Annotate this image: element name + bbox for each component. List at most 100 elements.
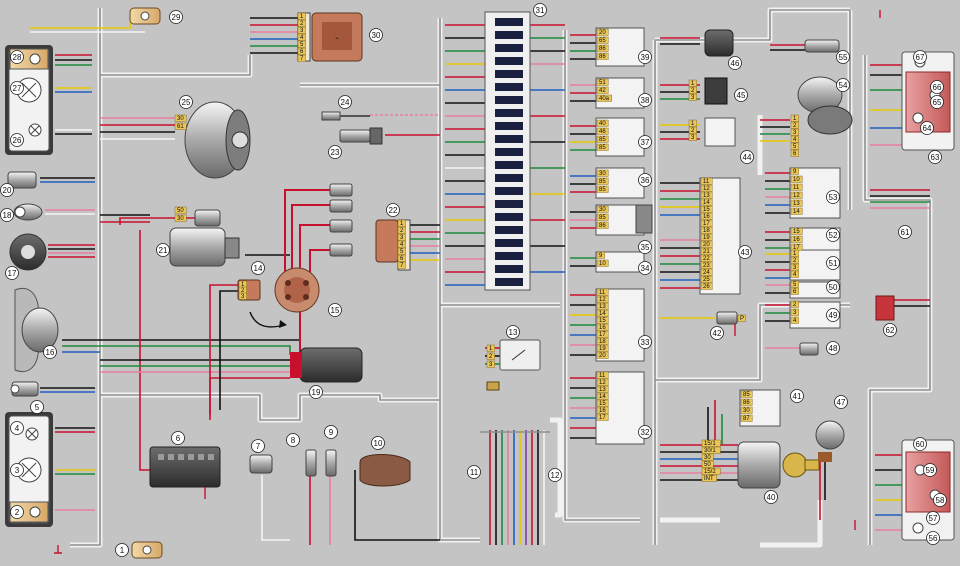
pin-label: 15 [599, 318, 606, 324]
svg-text:55: 55 [839, 53, 848, 62]
pin-label: 1 [300, 14, 304, 20]
side-repeater-1 [131, 541, 163, 559]
component-number-24: 24 [338, 95, 352, 109]
sensor-9 [325, 449, 337, 477]
svg-text:65: 65 [933, 98, 942, 107]
ground-marks [54, 10, 881, 554]
pin-label: 17 [599, 332, 606, 338]
pin-label: 3 [793, 130, 797, 136]
pin-label: 18 [599, 339, 606, 345]
component-number-56: 56 [926, 531, 940, 545]
svg-text:32: 32 [641, 428, 650, 437]
ignition-switch-40 [737, 441, 820, 489]
pin-label: 13 [599, 304, 606, 310]
fuse-strip [495, 278, 523, 286]
component-number-37: 37 [638, 135, 652, 149]
svg-text:24: 24 [341, 98, 350, 107]
component-number-43: 43 [738, 245, 752, 259]
pin-label: P [740, 316, 744, 322]
svg-text:52: 52 [829, 231, 838, 240]
pin-label: 86 [743, 400, 750, 406]
pin-label: 16 [703, 214, 710, 220]
fuse-strip [495, 83, 523, 91]
pin-label: 30 [599, 207, 606, 213]
component-number-60: 60 [913, 437, 927, 451]
svg-text:15: 15 [331, 306, 340, 315]
component-number-13: 13 [506, 325, 520, 339]
component-number-58: 58 [933, 493, 947, 507]
pin-label: 86 [599, 54, 606, 60]
pins-connector-45: 123 [688, 79, 697, 101]
svg-text:56: 56 [929, 534, 938, 543]
pin-label: 6 [793, 151, 797, 157]
svg-text:19: 19 [312, 388, 321, 397]
pin-label: 11 [599, 373, 606, 379]
svg-text:40: 40 [767, 493, 776, 502]
pin-label: 30 [599, 171, 606, 177]
pin-label: 19 [599, 346, 606, 352]
lamp-5 [10, 381, 39, 397]
side-repeater-29 [129, 7, 161, 25]
svg-text:5: 5 [35, 403, 40, 412]
component-number-42: 42 [710, 326, 724, 340]
svg-text:42: 42 [713, 329, 722, 338]
svg-text:49: 49 [829, 311, 838, 320]
svg-text:4: 4 [15, 424, 20, 433]
component-number-62: 62 [883, 323, 897, 337]
svg-text:37: 37 [641, 138, 650, 147]
svg-text:21: 21 [159, 246, 168, 255]
fuse-strip [495, 187, 523, 195]
pin-label: 3 [793, 265, 797, 271]
svg-text:59: 59 [926, 466, 935, 475]
component-number-18: 18 [0, 208, 14, 222]
svg-text:25: 25 [182, 98, 191, 107]
component-number-40: 40 [764, 490, 778, 504]
fuse-block-31 [484, 11, 531, 291]
pin-label: 17 [793, 245, 800, 251]
fuse-strip [495, 96, 523, 104]
pin-label: 3 [489, 362, 493, 368]
pin-label: 15/1 [704, 441, 716, 447]
component-number-9: 9 [324, 425, 338, 439]
component-number-15: 15 [328, 303, 342, 317]
fuse-strip [495, 122, 523, 130]
component-number-1: 1 [115, 543, 129, 557]
pins-switch-50: 56 [790, 280, 799, 295]
pins-connector-13: 123 [486, 344, 495, 368]
component-number-45: 45 [734, 88, 748, 102]
pin-label: 5 [793, 282, 797, 288]
pin-label: 24 [703, 270, 710, 276]
pin-label: 18 [703, 228, 710, 234]
component-number-67: 67 [913, 50, 927, 64]
pin-label: 7 [300, 56, 304, 62]
svg-text:13: 13 [509, 328, 518, 337]
pin-label: 2 [793, 302, 797, 308]
component-number-34: 34 [638, 261, 652, 275]
pin-label: 2 [241, 288, 245, 294]
pin-label: 15 [793, 229, 800, 235]
pin-label: 25 [703, 277, 710, 283]
svg-text:51: 51 [829, 259, 838, 268]
pin-label: 15/2 [704, 469, 716, 475]
svg-text:3: 3 [15, 466, 20, 475]
fuel-sender-47 [815, 420, 845, 462]
pin-label: 17 [599, 415, 606, 421]
component-number-6: 6 [171, 431, 185, 445]
harness-inner [70, 8, 931, 546]
generator-25 [184, 101, 251, 179]
fuse-strips [495, 18, 523, 286]
component-number-61: 61 [898, 225, 912, 239]
pin-label: 1 [691, 81, 695, 87]
svg-text:39: 39 [641, 53, 650, 62]
pin-label: 5 [400, 249, 404, 255]
pin-label: INT [704, 476, 714, 482]
pin-label: 86 [599, 46, 606, 52]
pin-label: 15 [599, 401, 606, 407]
pin-label: 3 [300, 28, 304, 34]
headlamp-top-left [5, 45, 53, 155]
